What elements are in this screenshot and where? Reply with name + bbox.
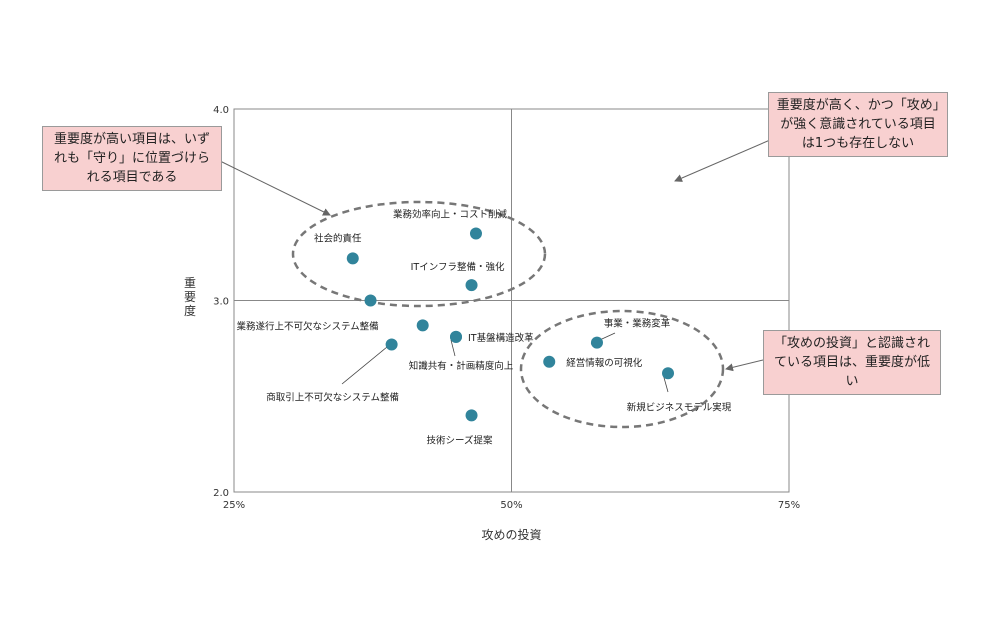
point-label: IT基盤構造改革	[468, 332, 534, 344]
callout-no-offense-items: 重要度が高く、かつ「攻め」が強く意識されている項目は1つも存在しない	[768, 92, 948, 157]
y-axis-title: 重要度	[184, 276, 196, 318]
x-tick-label: 50%	[500, 500, 522, 511]
data-point	[543, 355, 556, 368]
point-label: 知識共有・計画精度向上	[409, 360, 514, 372]
data-point	[416, 319, 429, 332]
offense-group-ellipse	[519, 309, 725, 429]
point-label: 経営情報の可視化	[566, 357, 643, 369]
point-label: 商取引上不可欠なシステム整備	[266, 392, 399, 404]
data-point	[385, 338, 398, 351]
label-leader-line	[341, 346, 388, 385]
y-tick-label: 4.0	[213, 105, 229, 116]
data-point	[469, 227, 482, 240]
point-label: 事業・業務変革	[604, 318, 671, 330]
callout-arrow-left	[217, 159, 331, 216]
point-label: 業務遂行上不可欠なシステム整備	[236, 320, 378, 332]
x-tick-label: 75%	[778, 500, 800, 511]
label-leader-line	[450, 339, 456, 357]
y-tick-label: 3.0	[213, 297, 229, 308]
point-label: 新規ビジネスモデル実現	[627, 401, 732, 413]
y-tick-label: 2.0	[213, 488, 229, 499]
data-point	[465, 409, 478, 422]
data-point	[465, 279, 478, 292]
point-label: 技術シーズ提案	[427, 434, 494, 446]
point-label: ITインフラ整備・強化	[411, 261, 505, 273]
point-label: 社会的責任	[314, 232, 362, 244]
data-point	[450, 330, 462, 343]
callout-defense-items: 重要度が高い項目は、いずれも「守り」に位置づけられる項目である	[42, 126, 222, 191]
data-point	[346, 252, 359, 265]
data-point	[662, 367, 675, 380]
defense-group-ellipse	[291, 200, 547, 308]
data-point	[590, 336, 603, 349]
callout-arrow-bottom-right	[725, 359, 764, 372]
data-point	[364, 294, 377, 307]
callout-arrow-top-right	[674, 139, 771, 182]
x-tick-label: 25%	[223, 500, 245, 511]
callout-offense-low-importance: 「攻めの投資」と認識されている項目は、重要度が低い	[763, 330, 941, 395]
x-axis-title: 攻めの投資	[481, 527, 541, 542]
point-label: 業務効率向上・コスト削減	[393, 208, 508, 220]
